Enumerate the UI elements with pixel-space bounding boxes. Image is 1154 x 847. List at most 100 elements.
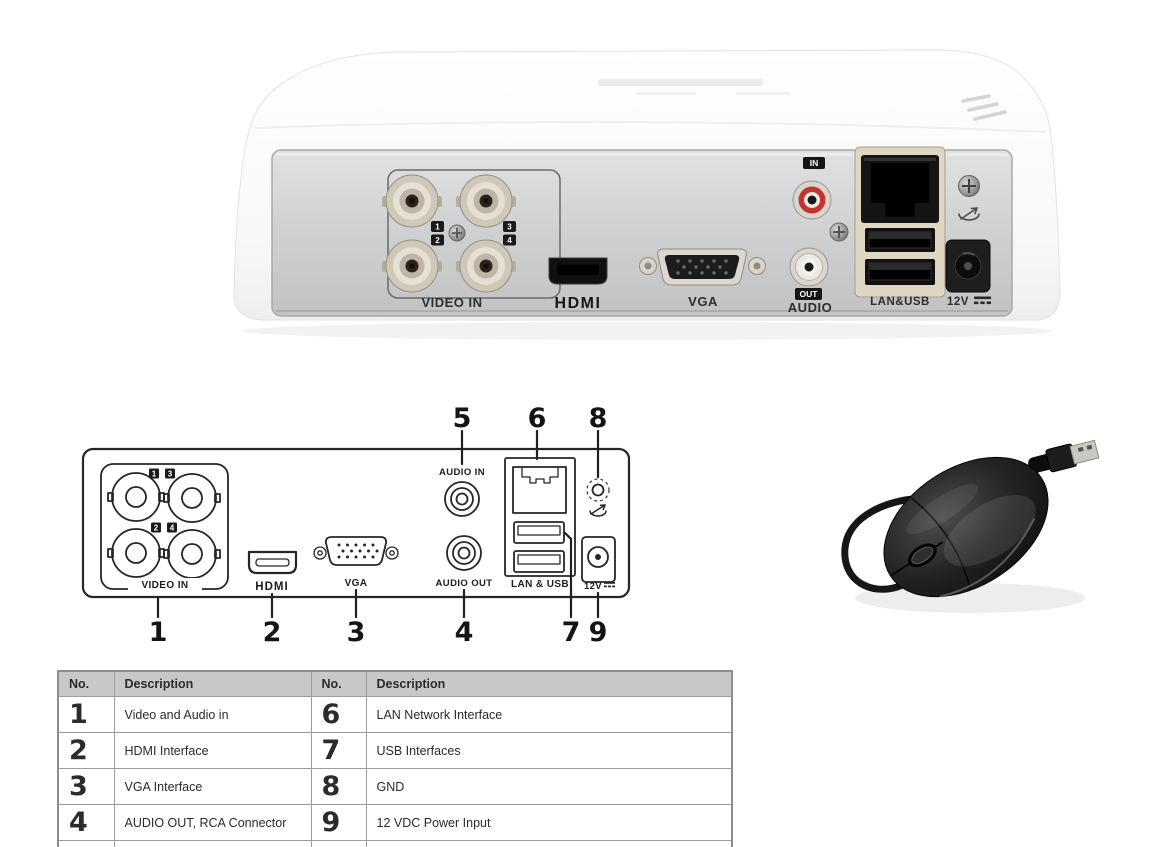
panel-highlight: [276, 153, 1008, 156]
table-row: 4 AUDIO OUT, RCA Connector 9 12 VDC Powe…: [57, 804, 733, 841]
callout-3: 3: [347, 617, 366, 648]
diagram-video-in-label: VIDEO IN: [141, 580, 188, 591]
usb-plug: [1028, 439, 1100, 474]
table-row: 3 VGA Interface 8 GND: [57, 768, 733, 805]
video-in-group: 1 2 3 4 VIDEO IN: [382, 169, 561, 310]
bnc-number-1: 1: [435, 223, 440, 232]
row-desc: GND: [365, 768, 733, 805]
gloss-highlight: [943, 494, 1036, 567]
row-desc: LAN Network Interface: [365, 696, 733, 733]
dc-jack: [945, 239, 991, 293]
diagram-lan-usb-label: LAN & USB: [511, 579, 569, 590]
diagram-video-in-group: 1 3 2 4 VIDEO IN: [100, 463, 229, 591]
diagram-dc-symbol: [604, 582, 615, 588]
power-label: 12V: [947, 296, 969, 308]
header-desc-1: Description: [113, 670, 312, 697]
diagram-audio-in-label: AUDIO IN: [439, 467, 485, 478]
header-no-1: No.: [57, 670, 115, 697]
diagram-bnc-1: 1: [152, 470, 157, 479]
callout-2: 2: [263, 617, 282, 648]
callout-5: 5: [453, 403, 472, 434]
audio-in-badge: IN: [810, 158, 819, 168]
row-no: 3: [57, 768, 115, 805]
row-no: 5: [57, 840, 115, 847]
diagram-gnd: [586, 478, 610, 517]
row-no: 1: [57, 696, 115, 733]
table-row: 2 HDMI Interface 7 USB Interfaces: [57, 732, 733, 769]
row-no: [310, 840, 367, 847]
table-row: 5 AUDIO IN, RCA Connector: [57, 840, 733, 847]
bnc-number-badges: 1 2 3 4: [431, 221, 516, 246]
panel-screw-2: [829, 222, 849, 242]
gloss-highlight-2: [906, 483, 979, 534]
diagram-vga-port: [313, 536, 399, 566]
diagram-bnc-4: 4: [170, 524, 175, 533]
header-no-2: No.: [310, 670, 367, 697]
diagram-vga-label: VGA: [345, 578, 368, 589]
table-header: No. Description No. Description: [57, 670, 733, 697]
callout-1: 1: [149, 617, 168, 648]
row-desc: HDMI Interface: [113, 732, 312, 769]
row-desc: AUDIO IN, RCA Connector: [113, 840, 312, 847]
dc-symbol: [974, 296, 991, 305]
row-no: 2: [57, 732, 115, 769]
mouse-photo: [841, 439, 1100, 613]
bnc-number-3: 3: [507, 223, 512, 232]
row-desc: [365, 840, 733, 847]
ports-table: No. Description No. Description 1 Video …: [57, 670, 733, 847]
bnc-number-2: 2: [435, 236, 440, 245]
diagram-audio-in-rca: [444, 481, 480, 517]
rim-light: [939, 517, 1036, 598]
gnd-symbol: [958, 207, 980, 221]
scroll-wheel: [911, 546, 934, 565]
diagram-bnc-badges: 1 3 2 4: [149, 468, 177, 533]
video-in-label: VIDEO IN: [421, 295, 482, 310]
usb-port-1: [865, 228, 935, 252]
bnc-connector-2: [382, 239, 442, 293]
diagram-hdmi-label: HDMI: [255, 581, 288, 593]
row-no: 9: [310, 804, 367, 841]
row-no: 8: [310, 768, 367, 805]
audio-label: AUDIO: [788, 300, 832, 315]
table-row: 1 Video and Audio in 6 LAN Network Inter…: [57, 696, 733, 733]
vga-label: VGA: [688, 294, 718, 309]
diagram-audio-out-label: AUDIO OUT: [436, 578, 493, 589]
row-desc: 12 VDC Power Input: [365, 804, 733, 841]
diagram-bnc-3: 3: [168, 470, 173, 479]
audio-in-rca: IN: [792, 157, 832, 220]
usb-port-2: [865, 259, 935, 285]
hdmi-label: HDMI: [555, 295, 602, 312]
lan-usb-label: LAN&USB: [870, 296, 930, 308]
body-crease: [253, 120, 1047, 133]
row-no: 6: [310, 696, 367, 733]
audio-out-rca: OUT: [789, 247, 829, 300]
row-desc: Video and Audio in: [113, 696, 312, 733]
callout-7: 7: [562, 617, 581, 648]
brand-logo-blur: [598, 79, 791, 95]
callout-4: 4: [455, 617, 474, 648]
callout-9: 9: [589, 617, 608, 648]
row-desc: AUDIO OUT, RCA Connector: [113, 804, 312, 841]
bnc-connector-1: [382, 174, 442, 228]
diagram-hdmi-port: [247, 550, 298, 575]
rj45-port: [861, 155, 939, 223]
callout-8: 8: [589, 403, 608, 434]
label-mask: [128, 578, 202, 591]
diagram-lan-usb-group: [504, 457, 576, 577]
row-desc: VGA Interface: [113, 768, 312, 805]
vent-slots: [961, 94, 1007, 121]
hdmi-port: [548, 257, 608, 285]
gnd-screw: [958, 175, 980, 197]
row-no: 7: [310, 732, 367, 769]
dvr-shadow: [242, 322, 1052, 340]
button-split: [890, 541, 944, 577]
header-desc-2: Description: [365, 670, 733, 697]
diagram-bnc-2: 2: [154, 524, 159, 533]
bnc-connector-4: [456, 239, 516, 293]
callout-6: 6: [528, 403, 547, 434]
lan-usb-bracket: [854, 146, 946, 298]
mouse-body: [883, 456, 1049, 598]
diagram-vga-pins: [337, 543, 379, 559]
